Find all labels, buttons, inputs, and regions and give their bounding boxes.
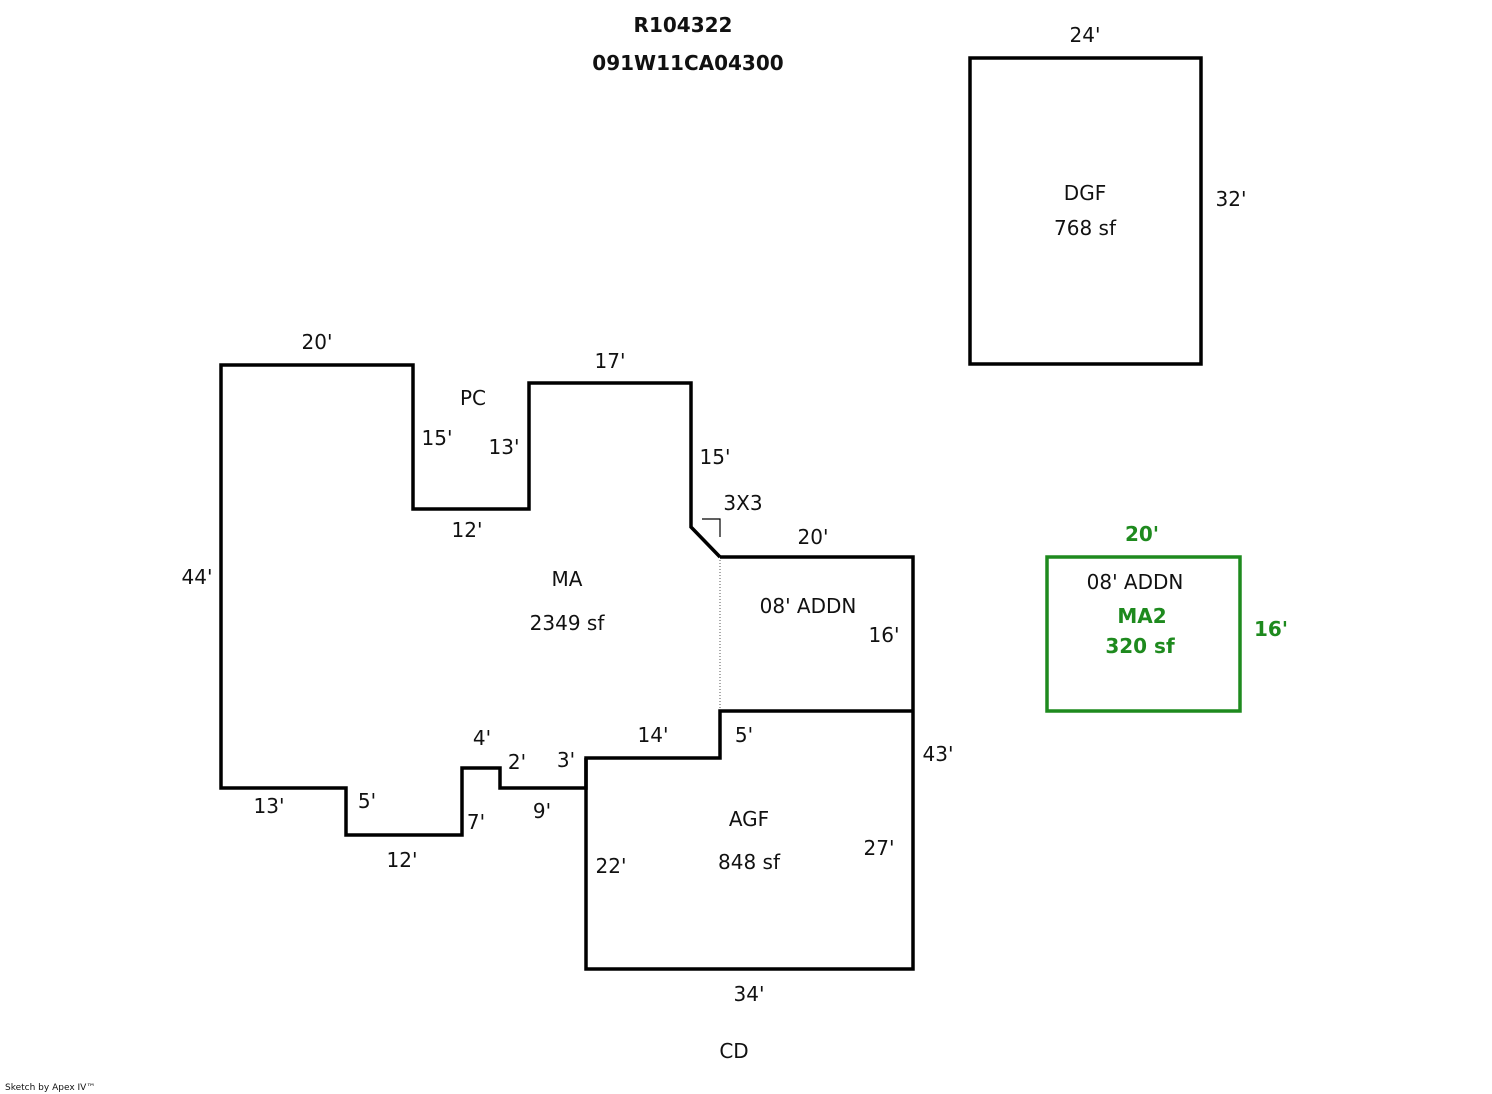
chimney-marker: [702, 518, 721, 537]
dim-agf-right: 27': [864, 836, 895, 860]
main-area-outline: [219, 363, 722, 837]
dim-dgf-top: 24': [1070, 23, 1101, 47]
map-tax-lot: 091W11CA04300: [592, 51, 783, 75]
dim-ma-top-left: 20': [302, 330, 333, 354]
ma2-outline: [1045, 555, 1242, 713]
dim-pc-bottom: 12': [452, 518, 483, 542]
dim-step-2: 2': [508, 750, 526, 774]
dgf-outline: [968, 56, 1203, 366]
dim-ma2-right: 16': [1254, 617, 1288, 641]
addn-code: 08' ADDN: [760, 594, 857, 618]
addition-outline: [720, 555, 915, 711]
dim-agf-top: 14': [638, 723, 669, 747]
dim-east-wall: 43': [923, 742, 954, 766]
ma2-addn-code: 08' ADDN: [1087, 570, 1184, 594]
ma2-code: MA2: [1117, 604, 1166, 628]
record-id: R104322: [634, 13, 733, 37]
dim-ma2-top: 20': [1125, 522, 1159, 546]
agf-area: 848 sf: [718, 850, 781, 874]
dim-step-4: 4': [473, 726, 491, 750]
dgf-area: 768 sf: [1054, 216, 1117, 240]
dim-agf-step: 5': [735, 723, 753, 747]
dim-step-3: 3': [557, 748, 575, 772]
dim-ma-bottom-mid: 12': [387, 848, 418, 872]
dim-pc-left: 15': [422, 426, 453, 450]
ma-area: 2349 sf: [530, 611, 606, 635]
dim-ma-bottom-left: 13': [254, 794, 285, 818]
chimney-label: 3X3: [723, 491, 762, 515]
dim-step-9: 9': [533, 799, 551, 823]
ma-code: MA: [552, 567, 583, 591]
pc-code: PC: [460, 386, 486, 410]
dim-ma-right-upper: 15': [700, 445, 731, 469]
dim-dgf-right: 32': [1216, 187, 1247, 211]
agf-outline: [584, 709, 915, 971]
footer-code: CD: [719, 1039, 748, 1063]
agf-code: AGF: [729, 807, 769, 831]
dim-step-7: 7': [467, 810, 485, 834]
dgf-code: DGF: [1064, 181, 1106, 205]
dim-step-5: 5': [358, 789, 376, 813]
dim-addn-right: 16': [869, 623, 900, 647]
dim-pc-right: 13': [489, 435, 520, 459]
dim-ma-top-right: 17': [595, 349, 626, 373]
dim-ma-left: 44': [182, 565, 213, 589]
dim-agf-bottom: 34': [734, 982, 765, 1006]
ma2-area: 320 sf: [1105, 634, 1175, 658]
dim-agf-left: 22': [596, 854, 627, 878]
dim-addn-top: 20': [798, 525, 829, 549]
sketch-credit: Sketch by Apex IV™: [5, 1083, 95, 1093]
